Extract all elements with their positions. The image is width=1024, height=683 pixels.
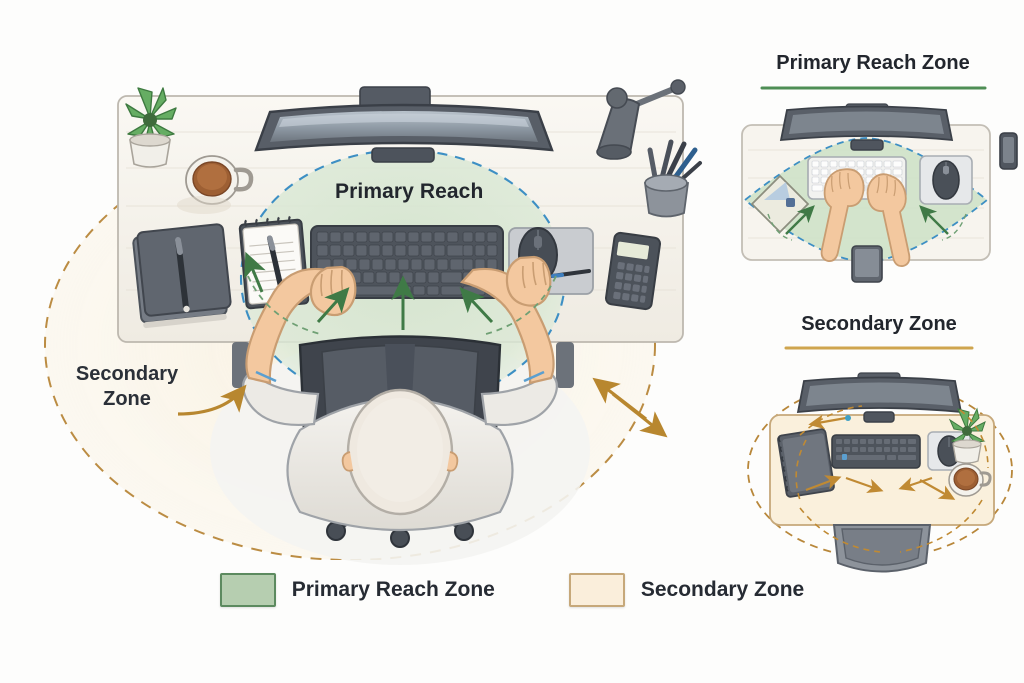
panel-primary-reach-zone (741, 103, 1018, 283)
primary-reach-arrows (244, 251, 557, 335)
seated-person-main (241, 267, 559, 532)
pen-on-notebook (175, 237, 190, 313)
panel-primary-arrows (767, 205, 967, 241)
panel-secondary-notebook (777, 428, 835, 498)
panel-primary-mouse (919, 155, 973, 205)
legend-label-primary: Primary Reach Zone (291, 578, 495, 601)
panel-secondary-keyboard (831, 434, 921, 469)
coffee-mug-main (177, 155, 254, 214)
panel-secondary-chair (832, 524, 932, 573)
legend: Primary Reach Zone Secondary Zone (0, 560, 1024, 620)
panel-title-secondary-zone: Secondary Zone (801, 313, 957, 335)
potted-plant-main (125, 87, 177, 168)
panel-primary-tablet (851, 245, 883, 283)
panel-primary-monitor (779, 103, 954, 151)
panel-primary-document-tray (750, 174, 810, 234)
desk-lamp (596, 79, 686, 160)
notebook-stack-main (132, 223, 232, 329)
secondary-zone-label-line1: Secondary (75, 363, 179, 385)
right-hand-main (505, 255, 552, 307)
calculator-main (604, 231, 662, 311)
legend-item-primary: Primary Reach Zone (219, 573, 495, 607)
panel-secondary-plant (948, 407, 986, 464)
secondary-reach-arrows (177, 377, 668, 438)
secondary-zone-label-line2: Zone (103, 388, 151, 410)
monitor-main (254, 86, 554, 163)
panel-secondary-arrows (795, 405, 989, 553)
pen-cup-main (643, 139, 702, 218)
primary-reach-label: Primary Reach (335, 180, 484, 203)
panel-secondary-zone (747, 372, 1013, 573)
panel-secondary-monitor (796, 372, 963, 423)
legend-label-secondary: Secondary Zone (640, 578, 805, 601)
panel-secondary-coffee (948, 463, 992, 497)
stylus-pen-main (550, 269, 591, 278)
legend-swatch-primary (219, 573, 276, 607)
secondary-zone-label: Secondary Zone (57, 362, 197, 412)
panel-title-primary-reach-zone: Primary Reach Zone (776, 52, 970, 74)
panel-primary-hands (820, 168, 911, 267)
legend-swatch-secondary (568, 573, 625, 607)
legend-item-secondary: Secondary Zone (568, 573, 805, 607)
left-hand-main (309, 265, 357, 317)
